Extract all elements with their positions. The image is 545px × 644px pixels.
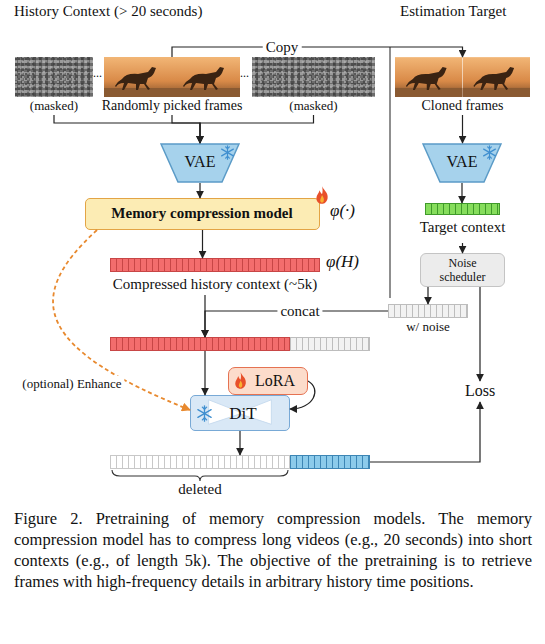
token-segment <box>110 455 290 469</box>
flow-arrow <box>202 230 203 258</box>
flow-arrow <box>462 115 463 143</box>
node-text: Target context <box>405 219 520 236</box>
loss-node: Loss <box>460 381 500 402</box>
token-bar: w/ noise <box>388 304 468 335</box>
horse-frame-art <box>104 57 240 97</box>
node-text: Loss <box>460 382 500 400</box>
vae-encoder: VAE <box>422 143 502 183</box>
token-segment <box>290 337 370 351</box>
node-text: (masked) <box>252 99 375 114</box>
flow-arrow <box>172 115 200 143</box>
masked-frame-art <box>15 57 93 97</box>
node-text: VAE <box>160 153 240 171</box>
token-bar <box>110 337 370 351</box>
separator-line <box>389 47 390 298</box>
token-segment <box>388 304 468 318</box>
horse-frame-art <box>395 57 530 97</box>
annotation-label: Estimation Target <box>400 3 506 20</box>
trapezoid-shape <box>423 144 501 182</box>
flow-arrow <box>204 295 205 337</box>
node-text: w/ noise <box>388 320 468 335</box>
flow-arrow <box>461 183 462 203</box>
flow-arrow <box>204 351 205 395</box>
token-segment <box>290 455 370 469</box>
node-text: Randomly picked frames <box>92 98 252 114</box>
node-text: Noise scheduler <box>432 256 493 284</box>
vae-encoder: VAE <box>160 143 240 183</box>
dit-box: DiT <box>190 395 290 431</box>
masked-frame: (masked) <box>252 57 375 115</box>
frame-group: Randomly picked frames <box>104 57 240 115</box>
token-segment <box>425 203 500 215</box>
bracket <box>112 470 288 481</box>
node-text: DiT <box>213 404 273 424</box>
node-text: LoRA <box>255 372 305 390</box>
edge-label: (optional) Enhance <box>19 376 124 392</box>
lora-box: LoRA <box>228 367 308 395</box>
edge-label: Copy <box>263 39 302 56</box>
flow-arrow <box>54 115 200 143</box>
node-text: deleted <box>150 481 250 498</box>
token-bar: deleted <box>110 455 370 499</box>
token-segment <box>110 337 290 351</box>
node-text: φ(H) <box>326 252 370 272</box>
cloned-frames: Cloned frames <box>395 57 530 115</box>
node-text: Memory compression model <box>86 205 318 222</box>
node-text: Compressed history context (~5k) <box>85 276 345 293</box>
scheduler-box: Noise scheduler <box>420 253 505 287</box>
flow-arrow <box>479 287 480 381</box>
flow-arrow <box>370 402 480 462</box>
token-bar: Target context <box>425 203 500 243</box>
node-text: φ(·) <box>330 201 374 221</box>
flow-arrow <box>427 287 428 304</box>
annotation-label: ... <box>93 66 102 81</box>
flow-arrow <box>199 183 200 198</box>
compression-model: Memory compression modelφ(·) <box>85 198 320 230</box>
masked-frame: (masked) <box>15 57 93 115</box>
node-text: Cloned frames <box>395 98 530 114</box>
node-text: VAE <box>422 153 502 171</box>
figure-caption: Figure 2. Pretraining of memory compress… <box>14 508 532 592</box>
annotation-label: History Context (> 20 seconds) <box>14 3 202 20</box>
node-text: (masked) <box>10 99 98 114</box>
flow-arrow <box>172 47 463 57</box>
flow-arrow <box>200 115 314 143</box>
token-bar: φ(H)Compressed history context (~5k) <box>110 258 320 295</box>
token-segment <box>110 258 320 272</box>
trapezoid-shape <box>161 144 239 182</box>
annotation-label: ... <box>240 66 249 81</box>
flow-arrow <box>239 431 240 455</box>
flow-arrow <box>462 243 463 253</box>
masked-frame-art <box>252 57 375 97</box>
edge-label: concat <box>277 303 322 320</box>
